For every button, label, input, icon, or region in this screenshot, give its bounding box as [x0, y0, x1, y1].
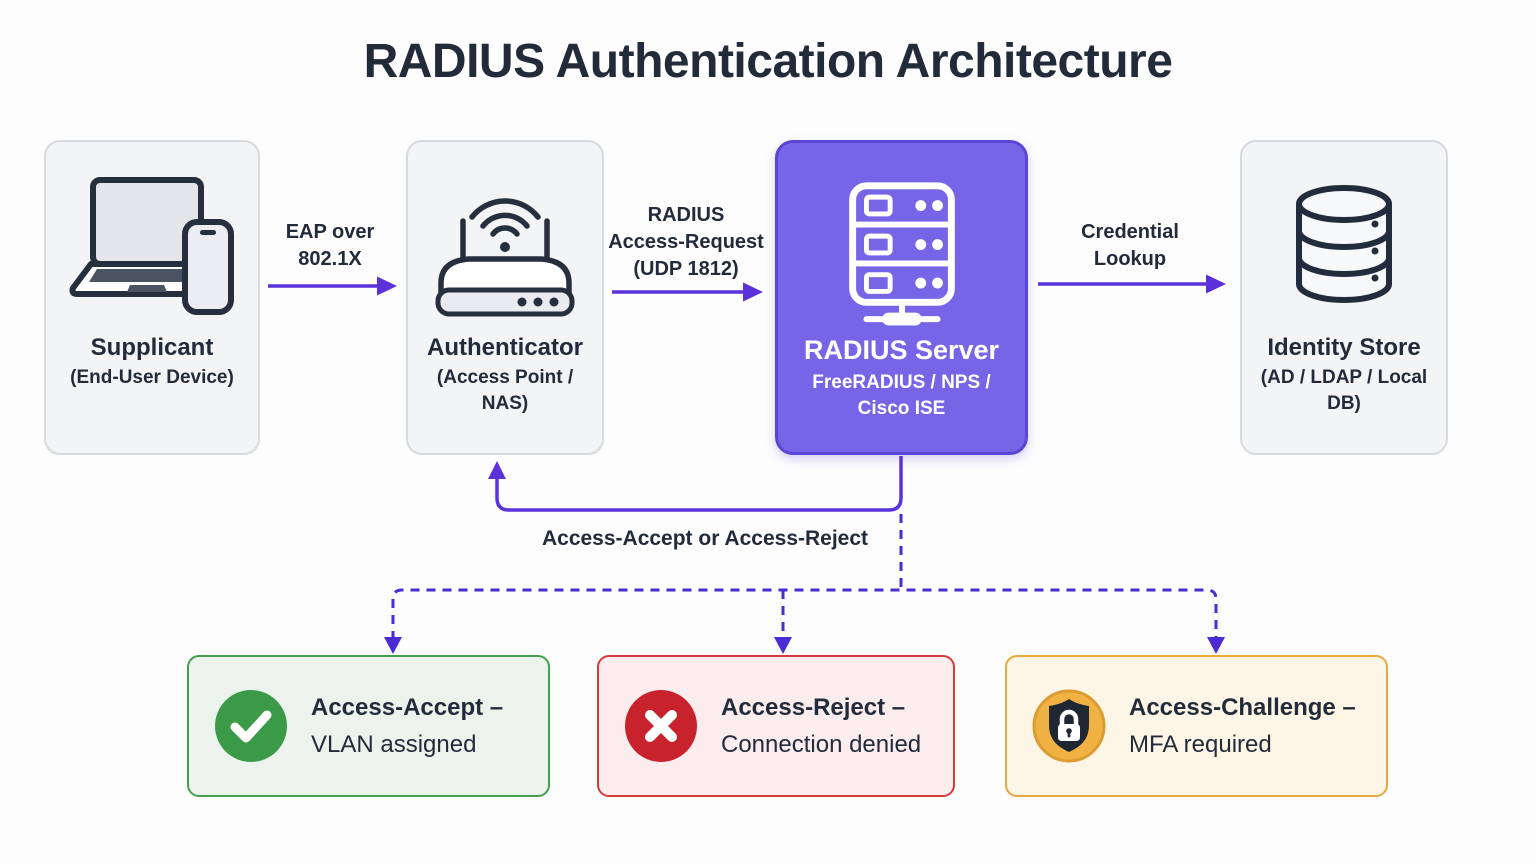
node-radius-server: RADIUS Server FreeRADIUS / NPS / Cisco I… — [775, 140, 1028, 455]
outcome-access-challenge: Access-Challenge – MFA required — [1005, 655, 1388, 797]
arrow-credential-lookup — [1038, 274, 1226, 294]
edge-label-credential-lookup: Credential Lookup — [1052, 219, 1208, 273]
node-title: Identity Store — [1267, 334, 1421, 361]
page-title: RADIUS Authentication Architecture — [363, 35, 1173, 88]
edge-label-line: Access-Request — [608, 231, 764, 253]
node-subtitle: FreeRADIUS / NPS / Cisco ISE — [812, 372, 991, 419]
outcome-subtitle: VLAN assigned — [311, 731, 477, 758]
shield-lock-icon — [1032, 689, 1106, 763]
database-icon — [1264, 166, 1424, 328]
x-circle-icon — [625, 690, 697, 762]
arrow-eap — [268, 276, 397, 296]
node-supplicant: Supplicant (End-User Device) — [44, 140, 260, 455]
edge-label-eap: EAP over 802.1X — [252, 219, 408, 273]
edge-label-access-request: RADIUS Access-Request (UDP 1812) — [586, 202, 786, 283]
outcome-text: Access-Reject – Connection denied — [721, 689, 921, 763]
node-subtitle: (AD / LDAP / Local DB) — [1260, 367, 1428, 414]
edge-label-line: EAP over — [285, 221, 375, 243]
outcome-subtitle: Connection denied — [721, 731, 922, 758]
node-title: Authenticator — [427, 334, 583, 361]
node-identity-store: Identity Store (AD / LDAP / Local DB) — [1240, 140, 1448, 455]
edge-label-response: Access-Accept or Access-Reject — [541, 527, 869, 550]
node-title: RADIUS Server — [803, 335, 1000, 365]
edge-label-line: RADIUS — [647, 204, 725, 226]
dashed-arrowheads — [384, 637, 1225, 654]
node-subtitle: (Access Point / NAS) — [436, 367, 574, 414]
outcome-title: Access-Challenge – — [1129, 693, 1356, 721]
outcome-access-accept: Access-Accept – VLAN assigned — [187, 655, 550, 797]
node-title: Supplicant — [90, 334, 214, 361]
edge-label-line: Credential — [1081, 221, 1179, 243]
outcome-title: Access-Accept – — [311, 693, 504, 721]
edge-label-line: Lookup — [1093, 248, 1167, 270]
wireless-router-icon — [425, 166, 585, 328]
node-subtitle: (End-User Device) — [70, 367, 234, 389]
check-circle-icon — [215, 690, 287, 762]
outcome-subtitle: MFA required — [1129, 731, 1272, 758]
outcome-title: Access-Reject – — [721, 693, 906, 721]
node-authenticator: Authenticator (Access Point / NAS) — [406, 140, 604, 455]
laptop-phone-icon — [67, 166, 237, 328]
outcome-text: Access-Challenge – MFA required — [1129, 689, 1356, 763]
arrow-response — [488, 456, 903, 512]
server-rack-icon — [823, 167, 981, 329]
edge-label-line: 802.1X — [298, 248, 362, 270]
outcome-text: Access-Accept – VLAN assigned — [311, 689, 503, 763]
outcome-access-reject: Access-Reject – Connection denied — [597, 655, 955, 797]
arrow-access-request — [612, 282, 763, 302]
edge-label-line: (UDP 1812) — [633, 258, 739, 280]
